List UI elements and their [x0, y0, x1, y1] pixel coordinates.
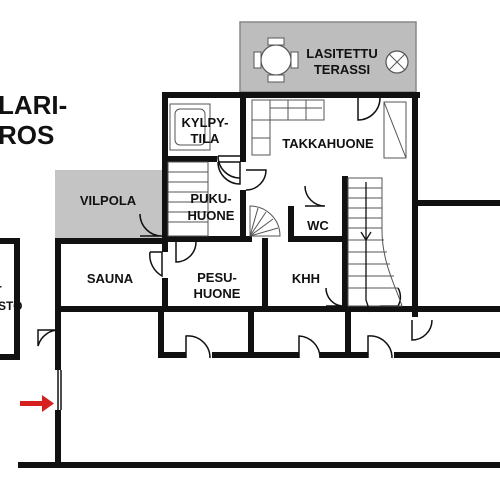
room-label-lasitettu-terassi-2: TERASSI	[314, 62, 370, 77]
floor-title-line-2: ROS	[0, 120, 54, 150]
floor-title-line-1: LARI-	[0, 90, 67, 120]
door-swings	[37, 97, 433, 359]
sofa-icon	[251, 99, 325, 156]
room-label-kylpytila-2: TILA	[191, 131, 220, 146]
room-label-lasitettu-terassi-1: LASITETTU	[306, 46, 378, 61]
room-label-pesuhuone-2: HUONE	[194, 286, 241, 301]
vilpola-area	[55, 170, 163, 238]
bench-icon	[167, 161, 209, 237]
bathtub-icon	[169, 103, 211, 151]
room-label-left-fragment-1: -	[0, 279, 2, 293]
room-label-pesuhuone-1: PESU-	[197, 270, 237, 285]
entrance-arrow-icon	[20, 395, 54, 412]
room-label-vilpola: VILPOLA	[80, 193, 137, 208]
terrace-table-icon	[253, 37, 299, 83]
room-label-sauna: SAUNA	[87, 271, 134, 286]
room-label-pukuhuone-2: HUONE	[188, 208, 235, 223]
room-label-takkahuone: TAKKAHUONE	[282, 136, 374, 151]
entrance-door	[57, 370, 62, 410]
room-label-kylpytila-1: KYLPY-	[182, 115, 229, 130]
walls	[0, 92, 500, 468]
room-label-khh: KHH	[292, 271, 320, 286]
staircase-icon	[347, 177, 403, 313]
spiral-stair-icon	[249, 205, 281, 237]
room-label-left-fragment-2: STO	[0, 299, 22, 313]
room-label-wc: WC	[307, 218, 329, 233]
room-label-pukuhuone-1: PUKU-	[190, 191, 231, 206]
fireplace-icon	[383, 101, 407, 159]
terrace-chair-icon	[385, 50, 409, 74]
